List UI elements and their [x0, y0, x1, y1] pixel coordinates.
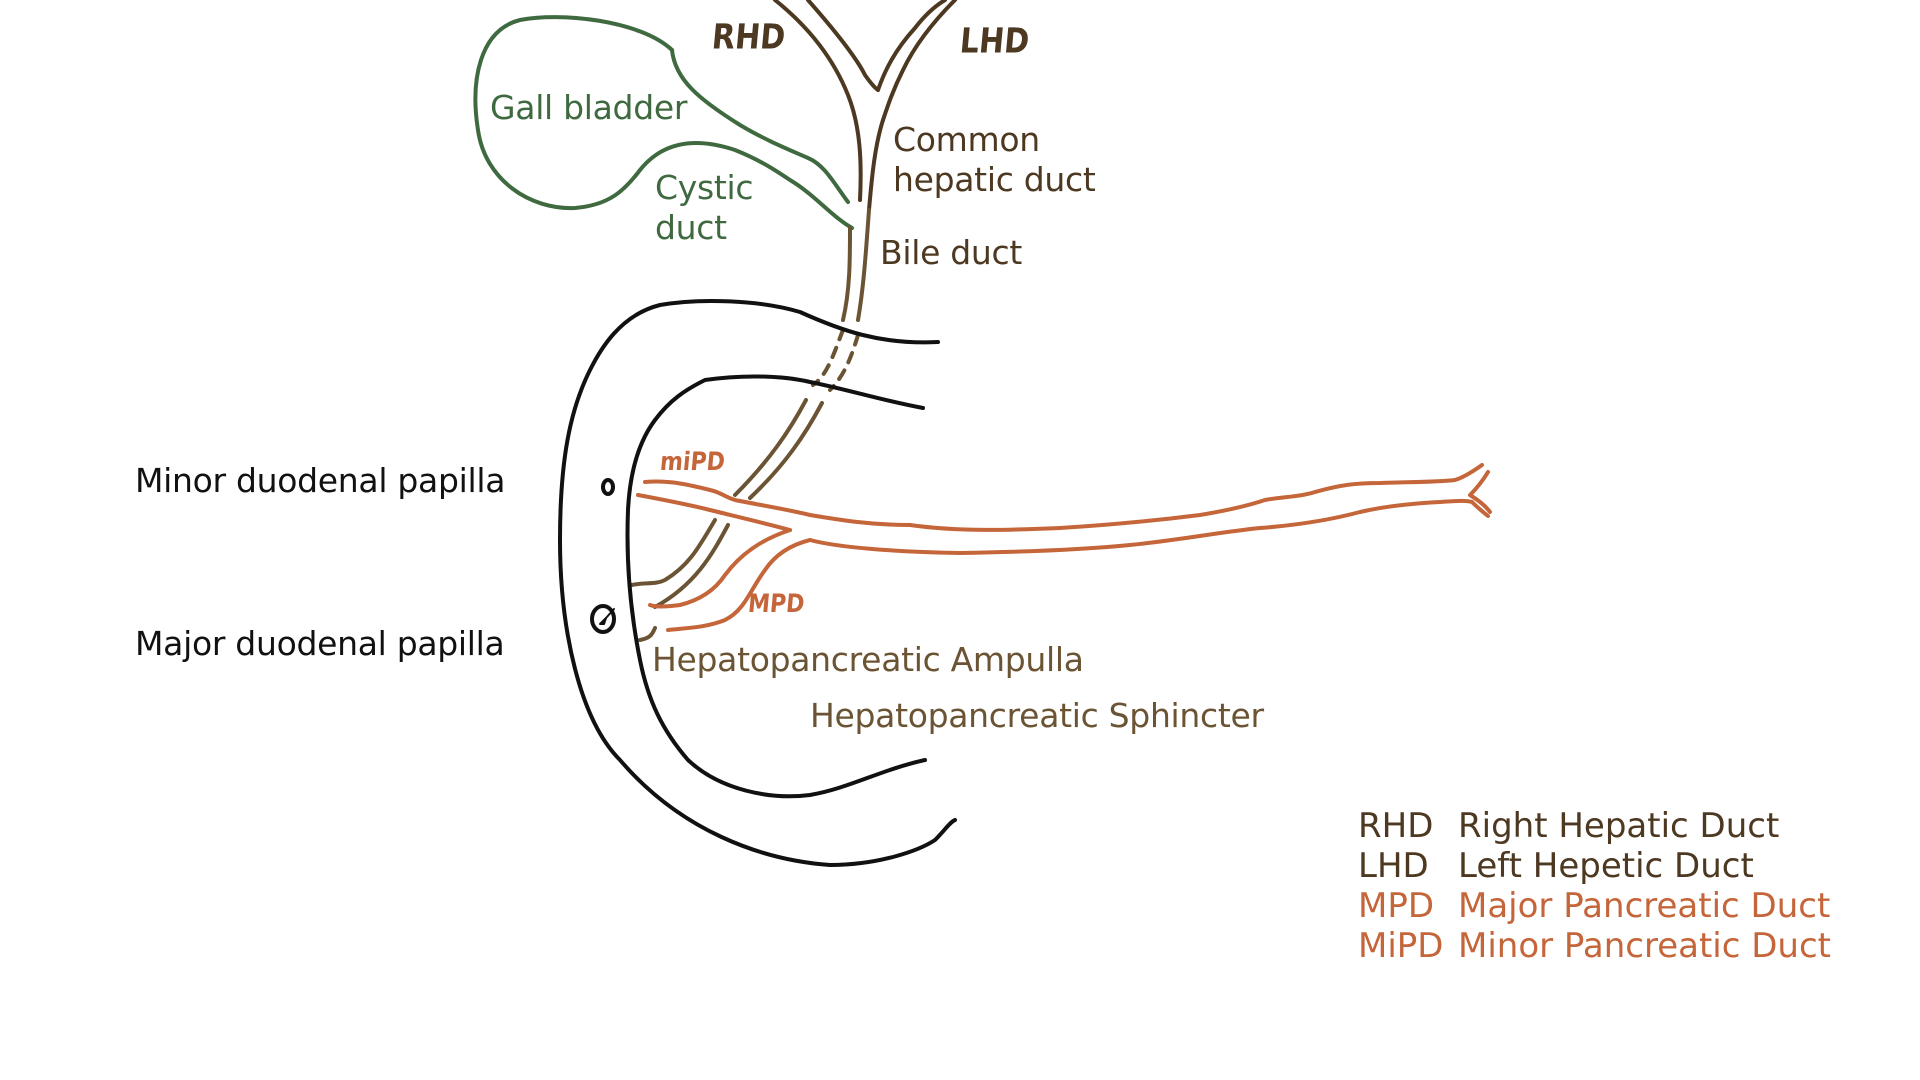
main-pancreatic-duct-lower [808, 498, 1474, 555]
legend-row-mipd: MiPD Minor Pancreatic Duct [1358, 926, 1831, 966]
mipd-handwritten-label: miPD [658, 448, 727, 477]
legend-meaning: Minor Pancreatic Duct [1458, 926, 1831, 966]
bile-duct-left-wall [841, 226, 852, 322]
duodenum-outer-wall [558, 299, 957, 867]
minor-duodenal-papilla-label: Minor duodenal papilla [135, 461, 506, 500]
bile-duct-intramural-left [733, 398, 808, 497]
rhd-handwritten-label: RHD [710, 17, 787, 58]
major-papilla-opening [590, 604, 616, 634]
bile-duct-to-ampulla-right [653, 523, 730, 609]
pancreatic-duct-tail-fork [1468, 470, 1492, 518]
cystic-duct-label-line2: duct [655, 208, 727, 247]
legend-row-rhd: RHD Right Hepatic Duct [1358, 806, 1831, 846]
bile-duct-intramural-right [748, 401, 824, 500]
cystic-duct-label-line1: Cystic [655, 168, 754, 207]
bile-duct-right-wall [856, 208, 871, 322]
lhd-handwritten-label: LHD [958, 21, 1031, 62]
minor-papilla-opening [601, 478, 615, 496]
hepatopancreatic-sphincter-label: Hepatopancreatic Sphincter [810, 696, 1264, 735]
bile-duct-dashed-right [828, 333, 860, 392]
legend-abbr: MPD [1358, 886, 1435, 926]
legend-row-lhd: LHD Left Hepetic Duct [1358, 846, 1831, 886]
right-hepatic-duct-right-wall [806, 0, 880, 92]
left-hepatic-duct-left-wall [876, 0, 947, 92]
legend-meaning: Right Hepatic Duct [1458, 806, 1780, 846]
legend-meaning: Left Hepetic Duct [1458, 846, 1754, 886]
major-pancreatic-duct-lower [666, 538, 812, 632]
common-hepatic-duct-wall [867, 118, 885, 212]
bile-duct-label: Bile duct [880, 233, 1023, 272]
legend-abbr: LHD [1358, 846, 1429, 886]
legend-abbr: RHD [1358, 806, 1434, 846]
gall-bladder-label: Gall bladder [490, 88, 688, 127]
hepatopancreatic-ampulla-label: Hepatopancreatic Ampulla [652, 640, 1084, 679]
minor-pancreatic-duct-lower [636, 493, 792, 532]
ampulla-lower-tip [638, 626, 657, 642]
major-duodenal-papilla-label: Major duodenal papilla [135, 624, 505, 663]
left-hepatic-duct-right-wall [881, 0, 957, 122]
pen-cursor-icon [599, 608, 615, 625]
minor-pancreatic-duct-upper [643, 479, 912, 527]
right-hepatic-duct-left-wall [773, 0, 863, 202]
cystic-duct-upper [670, 48, 850, 204]
mpd-handwritten-label: MPD [746, 590, 806, 619]
main-pancreatic-duct-upper [908, 463, 1484, 532]
legend-meaning: Major Pancreatic Duct [1458, 886, 1831, 926]
legend-row-mpd: MPD Major Pancreatic Duct [1358, 886, 1831, 926]
abbreviation-legend: RHD Right Hepatic Duct LHD Left Hepetic … [1358, 806, 1831, 966]
duodenum-inner-wall [625, 374, 927, 799]
common-hepatic-duct-label-line1: Common [893, 120, 1040, 159]
major-pancreatic-duct-upper [648, 528, 792, 609]
bile-duct-to-ampulla-left [630, 518, 717, 587]
gallbladder-outline [473, 15, 854, 230]
legend-abbr: MiPD [1358, 926, 1444, 966]
common-hepatic-duct-label-line2: hepatic duct [893, 160, 1096, 199]
